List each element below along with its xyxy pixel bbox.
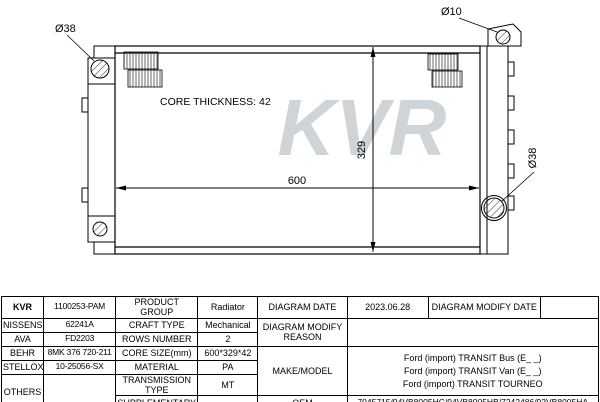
part-number-behr: 8MK 376 720-211 [43, 345, 117, 361]
make-model-value: Ford (import) TRANSIT Bus (E_ _) Ford (i… [346, 345, 600, 397]
radiator-technical-drawing: KVR [55, 6, 539, 255]
craft-type-value: Mechanical [197, 317, 259, 333]
transmission-type-value: MT [197, 373, 259, 397]
kvr-watermark: KVR [278, 83, 447, 172]
brand-stellox: STELLOX [0, 359, 45, 375]
top-pipe-section [495, 29, 511, 45]
drawing-canvas: KVR [55, 6, 539, 255]
outlet-pipe-section [483, 197, 505, 219]
table-row: NISSENS 62241A CRAFT TYPE Mechanical DIA… [0, 317, 600, 347]
make-model-line: Ford (import) TRANSIT Van (E_ _) [403, 365, 542, 376]
top-right-bracket [487, 23, 522, 47]
width-dimension-label: 600 [288, 175, 306, 187]
height-dimension-label: 329 [356, 141, 368, 159]
table-row: STELLOX 10-25056-SX MATERIAL PA [0, 359, 599, 375]
core-thickness-note: CORE THICKNESS: 42 [160, 96, 271, 108]
part-number-nissens: 62241A [43, 317, 117, 333]
make-model-line: Ford (import) TRANSIT TOURNEO [402, 378, 543, 389]
diagram-modify-reason-value [346, 317, 600, 347]
make-model-label: MAKE/MODEL [257, 345, 348, 397]
craft-type-label: CRAFT TYPE [115, 317, 199, 333]
diagram-modify-date-value [539, 296, 600, 319]
material-value: PA [197, 359, 259, 375]
oem-label: OEM [257, 395, 348, 402]
rows-number-label: ROWS NUMBER [115, 331, 199, 347]
core-size-label: CORE SIZE(mm) [115, 345, 199, 361]
part-number-kvr: 1100253-PAM [43, 296, 117, 319]
table-row: OTHERS TRANSMISSION TYPE MT [0, 373, 599, 402]
diagram-modify-reason-label: DIAGRAM MODIFY REASON [257, 317, 348, 347]
pipe-diameter-label-right: Ø38 [527, 148, 539, 169]
leader-line-top-left [66, 34, 95, 62]
brand-kvr: KVR [0, 296, 45, 319]
brand-ava: AVA [0, 331, 45, 347]
brand-nissens: NISSENS [0, 317, 45, 333]
table-row: SUPPLEMENTARY OEM 7045715/94VB8005HC/94V… [2, 395, 600, 402]
inlet-pipe-section [90, 59, 110, 79]
supplementary-label: SUPPLEMENTARY [115, 395, 199, 402]
product-group-label: PRODUCT GROUP [115, 296, 199, 319]
table-row: AVA FD2203 ROWS NUMBER 2 [0, 331, 599, 347]
pipe-diameter-label-top-right: Ø10 [441, 6, 462, 18]
diagram-date-value: 2023.06.28 [346, 296, 429, 319]
leader-line-top-right [458, 17, 498, 33]
transmission-type-label: TRANSMISSION TYPE [115, 373, 199, 397]
oem-value: 7045715/94VB8005HC/94VB8005HB/7242486/92… [346, 395, 600, 402]
height-dimension [370, 47, 376, 252]
leader-line-right [500, 171, 535, 203]
core-size-value: 600*329*42 [197, 345, 259, 361]
brand-behr: BEHR [0, 345, 45, 361]
left-lower-pipe-section [92, 221, 108, 237]
right-tank [479, 45, 515, 255]
left-tank [81, 45, 116, 255]
spec-table: KVR 1100253-PAM PRODUCT GROUP Radiator D… [0, 296, 600, 402]
outlet-pipe [481, 195, 507, 221]
table-row: KVR 1100253-PAM PRODUCT GROUP Radiator D… [0, 296, 600, 319]
pipe-diameter-label-top-left: Ø38 [55, 23, 76, 35]
diagram-date-label: DIAGRAM DATE [257, 296, 348, 319]
diagram-modify-date-label: DIAGRAM MODIFY DATE [427, 296, 541, 319]
supplementary-value [197, 395, 259, 402]
width-dimension [116, 185, 479, 191]
brand-others: OTHERS [0, 373, 45, 402]
product-group-value: Radiator [197, 296, 259, 319]
part-number-others [43, 373, 117, 402]
part-number-stellox: 10-25056-SX [43, 359, 117, 375]
fin-pattern-blocks [123, 51, 463, 88]
material-label: MATERIAL [115, 359, 199, 375]
table-row: BEHR 8MK 376 720-211 CORE SIZE(mm) 600*3… [0, 345, 600, 397]
make-model-line: Ford (import) TRANSIT Bus (E_ _) [403, 352, 542, 363]
part-number-ava: FD2203 [43, 331, 117, 347]
rows-number-value: 2 [197, 331, 259, 347]
